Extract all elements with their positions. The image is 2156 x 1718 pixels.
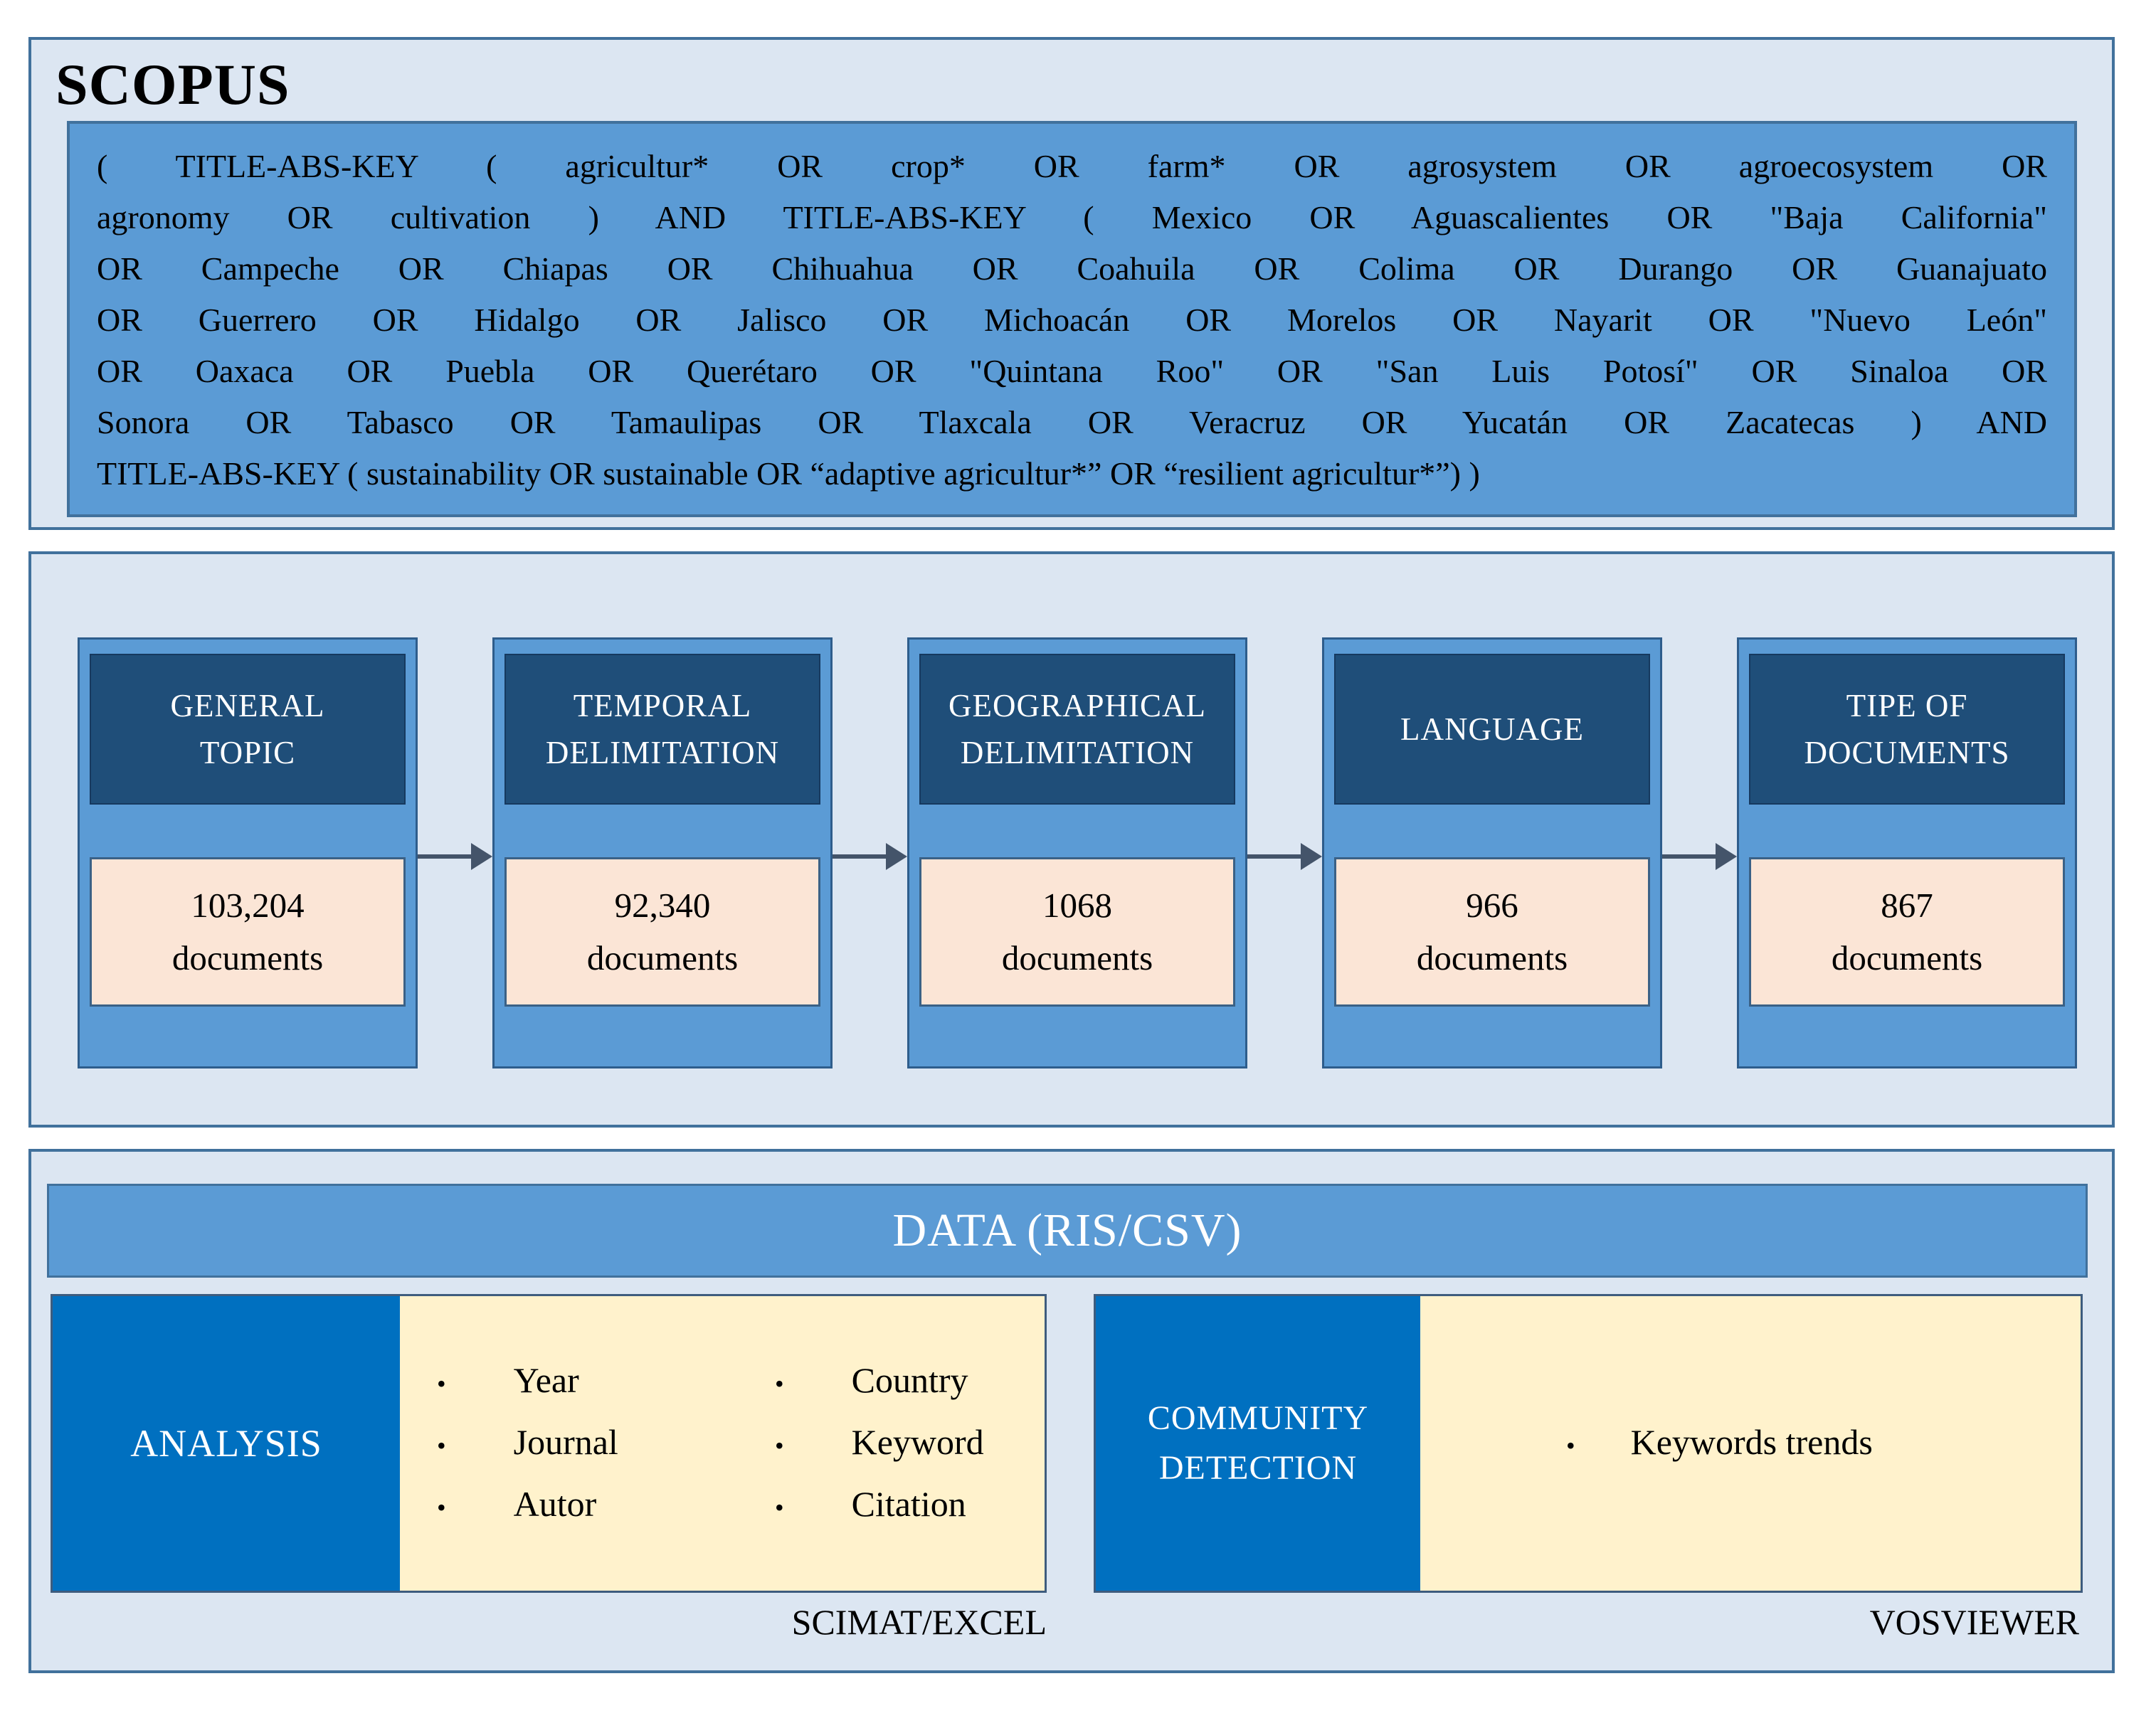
flow-step-type-of-documents: TIPE OF DOCUMENTS 867 documents [1737, 637, 2077, 1069]
bullet-item: • Keywords trends [1566, 1419, 1873, 1469]
bullet-dot-icon: • [437, 1431, 446, 1460]
bullet-text: Keywords trends [1630, 1421, 1873, 1462]
query-line: agronomy OR cultivation ) AND TITLE-ABS-… [97, 199, 2047, 235]
flow-step-unit: documents [586, 938, 739, 977]
flow-step-count-box: 966 documents [1334, 857, 1650, 1007]
scopus-section: SCOPUS ( TITLE-ABS-KEY ( agricultur* OR … [28, 37, 2115, 530]
flow-step-unit: documents [1831, 938, 1983, 977]
flow-arrow [1662, 554, 1737, 874]
bullet-text: Autor [513, 1483, 597, 1524]
flow-step-title-line: DELIMITATION [960, 735, 1195, 770]
bullet-text: Journal [513, 1421, 618, 1462]
flow-step-header: LANGUAGE [1334, 654, 1650, 805]
scimat-excel-label: SCIMAT/EXCEL [791, 1602, 1047, 1642]
bullet-text: Citation [851, 1483, 966, 1524]
query-line: OR Guerrero OR Hidalgo OR Jalisco OR Mic… [97, 302, 2047, 338]
community-header-line: DETECTION [1158, 1449, 1358, 1487]
flow-step-general-topic: GENERAL TOPIC 103,204 documents [78, 637, 418, 1069]
flow-step-count-box: 867 documents [1749, 857, 2065, 1007]
arrow-right-icon [1716, 843, 1737, 870]
flow-step-count: 867 [1881, 886, 1933, 925]
flow-step-header: GEOGRAPHICAL DELIMITATION [919, 654, 1235, 805]
flow-step-title-line: GENERAL [170, 688, 325, 723]
flow-step-geographical-delimitation: GEOGRAPHICAL DELIMITATION 1068 documents [907, 637, 1247, 1069]
filter-flow-section: GENERAL TOPIC 103,204 documents TEMPORAL… [28, 551, 2115, 1128]
bullet-item: • Citation [775, 1480, 984, 1531]
query-line: OR Campeche OR Chiapas OR Chihuahua OR C… [97, 250, 2047, 287]
bullet-item: • Autor [437, 1480, 736, 1531]
flow-step-count-box: 1068 documents [919, 857, 1235, 1007]
data-section: DATA (RIS/CSV) ANALYSIS • Year • Journal •… [28, 1149, 2115, 1673]
vosviewer-label: VOSVIEWER [1869, 1602, 2079, 1642]
flow-step-language: LANGUAGE 966 documents [1322, 637, 1662, 1069]
community-bullet-list: • Keywords trends [1566, 1419, 1873, 1469]
query-line: ( TITLE-ABS-KEY ( agricultur* OR crop* O… [97, 148, 2047, 184]
flow-step-title-line: TOPIC [199, 735, 296, 770]
community-bullets: • Keywords trends [1420, 1296, 2081, 1591]
query-line: TITLE-ABS-KEY ( sustainability OR sustai… [97, 455, 1480, 492]
bullet-item: • Keyword [775, 1419, 984, 1469]
bullet-dot-icon: • [775, 1431, 784, 1460]
bullet-dot-icon: • [775, 1492, 784, 1522]
scopus-query-box: ( TITLE-ABS-KEY ( agricultur* OR crop* O… [67, 121, 2077, 517]
flow-step-count: 103,204 [191, 886, 305, 925]
analysis-bullet-list-1: • Year • Journal • Autor [437, 1357, 736, 1531]
scopus-title: SCOPUS [56, 52, 290, 117]
bullet-text: Keyword [851, 1421, 984, 1462]
flow-step-title-line: LANGUAGE [1400, 711, 1584, 747]
bullet-item: • Journal [437, 1419, 736, 1469]
community-detection-header: COMMUNITY DETECTION [1096, 1296, 1420, 1591]
bullet-dot-icon: • [437, 1369, 446, 1398]
analysis-header-label: ANALYSIS [130, 1422, 322, 1465]
flow-step-count-box: 103,204 documents [90, 857, 406, 1007]
flow-step-unit: documents [1416, 938, 1568, 977]
flow-step-header: GENERAL TOPIC [90, 654, 406, 805]
flow-step-temporal-delimitation: TEMPORAL DELIMITATION 92,340 documents [492, 637, 833, 1069]
flow-step-title-line: TIPE OF [1846, 688, 1968, 723]
community-header-line: COMMUNITY [1147, 1399, 1369, 1437]
bullet-dot-icon: • [775, 1369, 784, 1398]
analysis-bullets: • Year • Journal • Autor • Country • Keyword … [400, 1296, 1045, 1591]
analysis-header: ANALYSIS [53, 1296, 400, 1591]
bullet-text: Country [851, 1359, 968, 1400]
flow-step-title-line: DOCUMENTS [1804, 735, 2010, 770]
query-line: OR Oaxaca OR Puebla OR Querétaro OR "Qui… [97, 353, 2047, 389]
flow-step-count: 92,340 [614, 886, 711, 925]
flow-step-unit: documents [1001, 938, 1153, 977]
arrow-line [418, 854, 473, 859]
flow-step-count-box: 92,340 documents [504, 857, 820, 1007]
bullet-item: • Country [775, 1357, 984, 1407]
query-line: Sonora OR Tabasco OR Tamaulipas OR Tlaxc… [97, 404, 2047, 440]
flow-arrow [833, 554, 907, 874]
flow-step-title-line: GEOGRAPHICAL [948, 688, 1206, 723]
arrow-right-icon [471, 843, 492, 870]
arrow-line [833, 854, 888, 859]
flow-step-header: TIPE OF DOCUMENTS [1749, 654, 2065, 805]
flow-step-count: 966 [1466, 886, 1518, 925]
flow-step-count: 1068 [1042, 886, 1112, 925]
bullet-text: Year [513, 1359, 579, 1400]
analysis-panel: ANALYSIS • Year • Journal • Autor • Country … [51, 1294, 1047, 1593]
arrow-line [1247, 854, 1303, 859]
arrow-line [1662, 854, 1718, 859]
data-banner: DATA (RIS/CSV) [47, 1184, 2088, 1278]
flow-step-title-line: TEMPORAL [573, 688, 752, 723]
flow-step-header: TEMPORAL DELIMITATION [504, 654, 820, 805]
analysis-bullet-list-2: • Country • Keyword • Citation [775, 1357, 984, 1531]
flow-arrow [1247, 554, 1322, 874]
community-detection-panel: COMMUNITY DETECTION • Keywords trends [1094, 1294, 2083, 1593]
flow-step-unit: documents [171, 938, 324, 977]
bullet-dot-icon: • [437, 1492, 446, 1522]
arrow-right-icon [1301, 843, 1322, 870]
arrow-right-icon [886, 843, 907, 870]
bullet-item: • Year [437, 1357, 736, 1407]
flow-step-title-line: DELIMITATION [545, 735, 780, 770]
bullet-dot-icon: • [1566, 1431, 1575, 1460]
flow-arrow [418, 554, 492, 874]
